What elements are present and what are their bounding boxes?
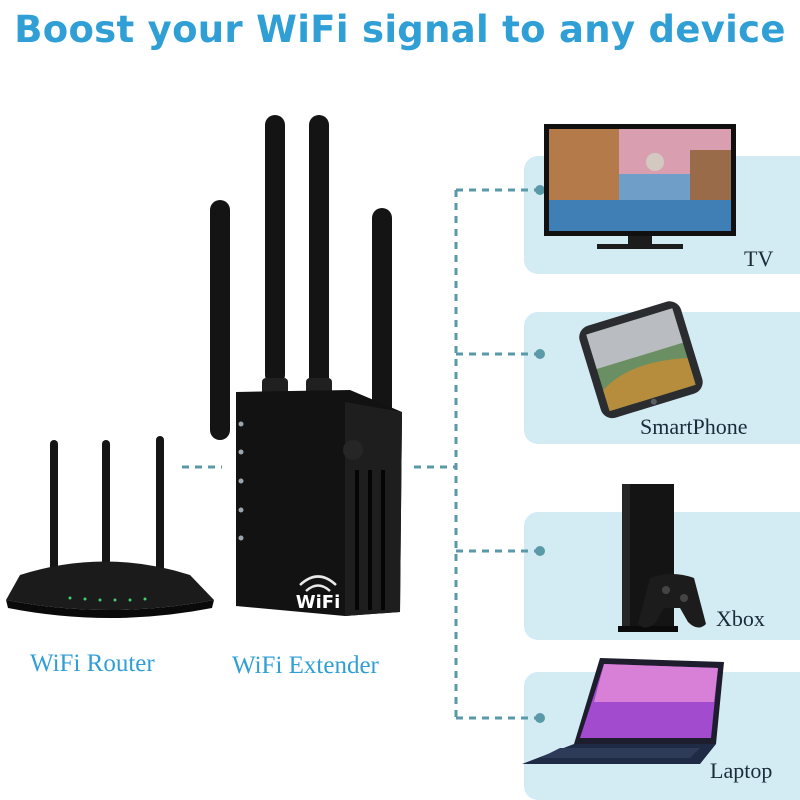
laptop-icon [522, 658, 724, 764]
device-label-smartphone: SmartPhone [640, 414, 748, 439]
connector-dots [535, 185, 545, 723]
extender-logo-text: WiFi [296, 592, 341, 613]
connector-lines [182, 188, 538, 720]
extender-icon [210, 115, 402, 616]
xbox-console-icon [618, 484, 706, 632]
router-icon [6, 436, 214, 618]
router-label: WiFi Router [30, 650, 155, 677]
device-label-laptop: Laptop [710, 758, 773, 783]
tv-icon [544, 124, 736, 249]
wifi-logo-icon [299, 575, 337, 592]
page-headline: Boost your WiFi signal to any device [14, 8, 786, 51]
device-label-tv: TV [744, 246, 774, 271]
extender-label: WiFi Extender [232, 652, 379, 679]
device-label-xbox: Xbox [716, 606, 765, 631]
smartphone-icon [579, 301, 703, 419]
extender-logo-subtext: REPEATER [295, 615, 341, 624]
